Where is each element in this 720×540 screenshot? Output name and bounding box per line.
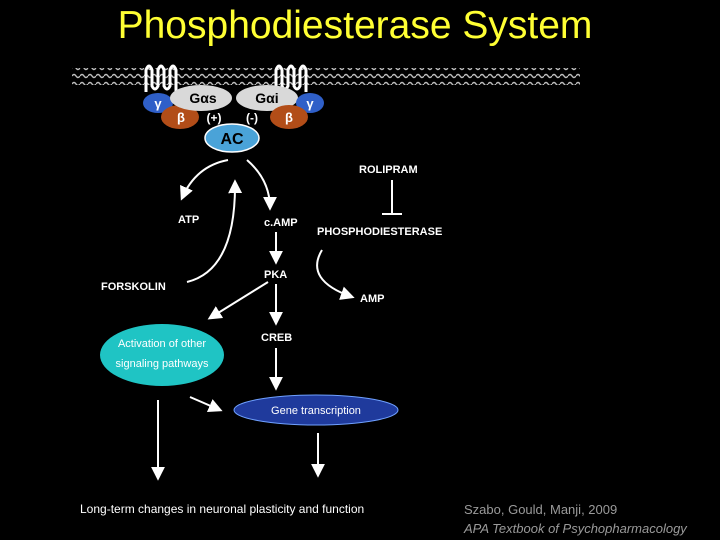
activation-pathways-node (100, 324, 224, 386)
receptor-left-coils (144, 64, 178, 92)
pka-to-activation-arrow (207, 281, 269, 320)
gene-transcription-node (233, 394, 399, 426)
camp-arc-arrow (246, 159, 277, 211)
citation: Szabo, Gould, Manji, 2009 APA Textbook o… (464, 500, 720, 538)
ac-label: AC (220, 131, 244, 148)
beta-subunit-right (270, 105, 308, 129)
inhibition-sign: (-) (246, 111, 258, 125)
activation-label-line1: Activation of other (118, 338, 206, 350)
gamma-label-left: γ (154, 96, 162, 111)
citation-work: APA Textbook of Psychopharmacology (464, 521, 687, 536)
gai-label: Gαi (255, 90, 278, 106)
longterm-label: Long-term changes in neuronal plasticity… (80, 502, 364, 516)
forskolin-arrow (186, 179, 243, 283)
stimulation-sign: (+) (207, 111, 222, 125)
camp-label: c.AMP (264, 217, 298, 229)
beta-subunit-left (161, 105, 199, 129)
slide-title: Phosphodiesterase System (117, 4, 593, 47)
receptor-right-coils (274, 64, 308, 92)
citation-authors: Szabo, Gould, Manji, 2009 (464, 502, 618, 517)
activation-to-gene-arrow (189, 396, 223, 412)
gamma-label-right: γ (306, 96, 314, 111)
atp-arc-arrow (180, 159, 229, 201)
alpha-s-subunit (170, 85, 232, 111)
alpha-i-subunit (236, 85, 298, 111)
adenylyl-cyclase (204, 123, 260, 153)
cell-membrane (72, 68, 580, 85)
amp-label: AMP (360, 293, 384, 305)
gamma-subunit-right (296, 93, 324, 113)
gas-label: Gαs (189, 90, 216, 106)
gene-transcription-label: Gene transcription (271, 405, 361, 417)
beta-label-left: β (177, 110, 185, 125)
pde-label: PHOSPHODIESTERASE (317, 226, 442, 238)
pde-arrow (316, 249, 355, 300)
atp-label: ATP (178, 214, 199, 226)
rolipram-label: ROLIPRAM (359, 164, 418, 176)
gamma-subunit-left (143, 93, 173, 113)
forskolin-label: FORSKOLIN (101, 281, 166, 293)
activation-label-line2: signaling pathways (116, 358, 209, 370)
beta-label-right: β (285, 110, 293, 125)
pka-label: PKA (264, 269, 287, 281)
creb-label: CREB (261, 332, 292, 344)
